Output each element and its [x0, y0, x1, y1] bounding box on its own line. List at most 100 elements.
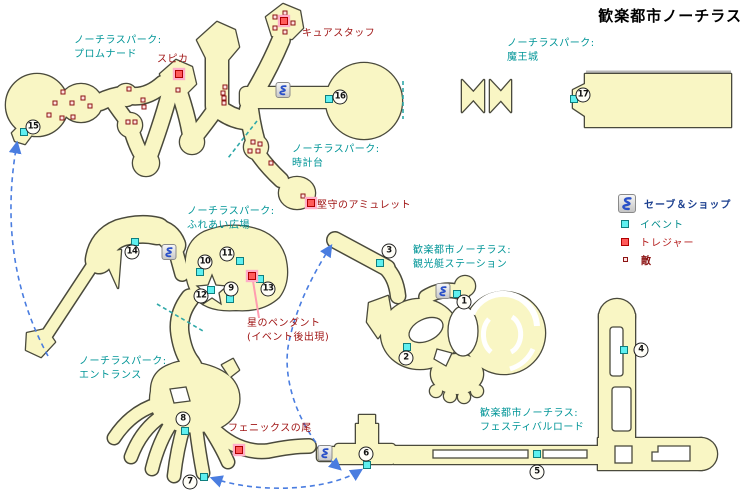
- numbered-marker-11: 11: [219, 246, 235, 262]
- legend-row-event: イベント: [618, 216, 731, 231]
- enemy-marker: [87, 103, 93, 109]
- map-holes: [169, 273, 691, 464]
- station-notch: [433, 348, 453, 367]
- enemy-marker: [70, 114, 76, 120]
- numbered-marker-8: 8: [175, 411, 191, 427]
- save-shop-marker: [317, 445, 333, 461]
- road-slot-2: [542, 449, 588, 459]
- save-shop-marker: [435, 283, 451, 299]
- numbered-marker-15: 15: [25, 119, 41, 135]
- enemy-marker: [282, 29, 288, 35]
- enemy-marker: [268, 160, 274, 166]
- event-marker: [256, 275, 264, 283]
- numbered-marker-14: 14: [124, 244, 140, 260]
- route-arrow-station: [286, 243, 342, 471]
- event-marker: [620, 346, 628, 354]
- area-label-clock-tower: ノーチラスパーク:時計台: [292, 144, 380, 169]
- numbered-marker-13: 13: [260, 281, 276, 297]
- page-title: 歓楽都市ノーチラス: [598, 7, 742, 25]
- numbered-marker-1: 1: [456, 294, 472, 310]
- area-divider-1: [227, 120, 258, 159]
- enemy-marker: [222, 84, 228, 90]
- station-left-hole: [408, 316, 444, 344]
- legend-event-label: イベント: [640, 220, 684, 231]
- numbered-marker-6: 6: [358, 446, 374, 462]
- road-slot-1: [432, 449, 529, 459]
- enemy-marker: [141, 104, 147, 110]
- enemy-marker: [221, 95, 227, 101]
- enemy-marker: [300, 193, 306, 199]
- road-square-hole: [614, 445, 633, 464]
- enemy-marker: [220, 90, 226, 96]
- enemy-marker: [255, 148, 261, 154]
- enemy-marker: [140, 97, 146, 103]
- numbered-marker-16: 16: [332, 89, 348, 105]
- event-marker: [207, 286, 215, 294]
- area-divider-2: [156, 303, 204, 332]
- numbered-marker-7: 7: [182, 474, 198, 490]
- area-label-boat-station: 歓楽都市ノーチラス:観光艇ステーション: [413, 245, 512, 270]
- entrance-hole: [169, 386, 191, 404]
- treasure-marker: [248, 272, 256, 280]
- save-shop-icon: [618, 194, 636, 213]
- legend-enemy-label: 敵: [641, 256, 652, 267]
- numbered-marker-17: 17: [575, 87, 591, 103]
- legend-row-save: セーブ＆ショップ: [618, 194, 731, 213]
- route-arrow-festival: [209, 468, 364, 489]
- event-marker: [376, 259, 384, 267]
- legend: セーブ＆ショップ イベント トレジャー 敵: [618, 194, 731, 270]
- event-marker: [363, 461, 371, 469]
- event-icon: [621, 219, 629, 228]
- item-label-cure-staff: キュアスタッフ: [302, 28, 376, 39]
- event-marker: [533, 450, 541, 458]
- route-arrow-west: [8, 140, 49, 357]
- enemy-marker: [282, 10, 288, 16]
- numbered-marker-4: 4: [633, 342, 649, 358]
- treasure-marker: [307, 199, 315, 207]
- legend-row-treasure: トレジャー: [618, 234, 731, 249]
- enemy-marker: [132, 119, 138, 125]
- numbered-marker-3: 3: [381, 243, 397, 259]
- treasure-marker: [175, 70, 183, 78]
- connectors: [8, 81, 404, 489]
- event-marker: [181, 427, 189, 435]
- numbered-marker-9: 9: [223, 281, 239, 297]
- enemy-marker: [125, 119, 131, 125]
- area-label-entrance: ノーチラスパーク:エントランス: [79, 356, 167, 381]
- treasure-icon: [621, 237, 629, 246]
- enemy-marker: [250, 139, 256, 145]
- item-label-spica: スピカ: [157, 54, 189, 65]
- numbered-marker-10: 10: [197, 254, 213, 270]
- event-marker: [196, 268, 204, 276]
- item-label-amulet: 堅守のアミュレット: [317, 200, 412, 211]
- enemy-marker: [272, 25, 278, 31]
- enemy-marker: [175, 87, 181, 93]
- area-label-maou-castle: ノーチラスパーク:魔王城: [507, 38, 595, 63]
- enemy-marker: [247, 148, 253, 154]
- enemy-marker: [52, 100, 58, 106]
- legend-save-label: セーブ＆ショップ: [644, 200, 732, 211]
- enemy-marker: [80, 95, 86, 101]
- road-step-hole: [651, 445, 691, 462]
- legend-row-enemy: 敵: [618, 252, 731, 267]
- enemy-marker: [257, 141, 263, 147]
- area-label-festival-road: 歓楽都市ノーチラス:フェスティバルロード: [480, 408, 585, 433]
- area-label-promenade: ノーチラスパーク:プロムナード: [74, 35, 162, 60]
- item-label-star-pendant: 星のペンダント(イベント後出現): [247, 318, 330, 343]
- area-label-fureai-plaza: ノーチラスパーク:ふれあい広場: [187, 206, 275, 231]
- treasure-marker: [280, 17, 288, 25]
- road-slot-4: [611, 386, 632, 432]
- enemy-marker: [290, 20, 296, 26]
- save-shop-marker: [275, 82, 291, 98]
- item-label-phoenix-down: フェニックスの尾: [228, 423, 312, 434]
- numbered-marker-2: 2: [398, 350, 414, 366]
- enemy-marker: [46, 112, 52, 118]
- enemy-marker: [221, 100, 227, 106]
- numbered-marker-5: 5: [529, 464, 545, 480]
- enemy-icon: [623, 257, 628, 262]
- treasure-marker: [235, 446, 243, 454]
- pendant-leader-line: [252, 280, 260, 319]
- enemy-marker: [60, 89, 66, 95]
